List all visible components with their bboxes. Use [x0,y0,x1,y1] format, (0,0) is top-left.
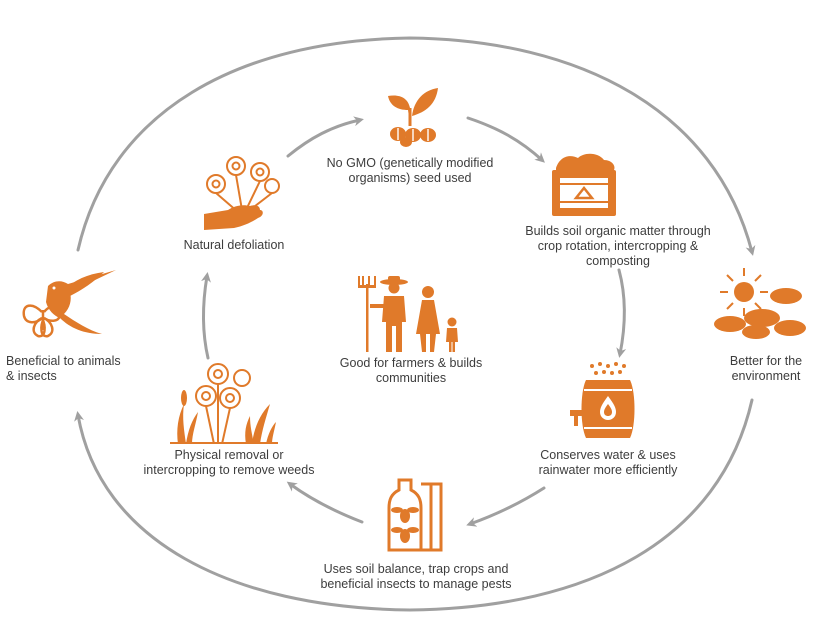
animals-label: Beneficial to animals & insects [6,354,121,383]
seed-label: No GMO (genetically modified organisms) … [326,156,494,185]
rain-barrel-icon [570,362,635,438]
hand-cotton-icon [204,156,280,230]
outer-arc-bottom [74,398,754,612]
farmers-label: Good for farmers & builds communities [339,356,483,385]
environment-label: Better for the environment [729,354,803,383]
water-label: Conserves water & uses rainwater more ef… [538,448,678,477]
arrow-pests-to-weeds [286,481,364,524]
arrow-soil-to-water [616,268,627,358]
defoliation-label: Natural defoliation [183,238,285,252]
farmer-family-icon [358,276,458,352]
arrow-weeds-to-defoliation [201,272,211,360]
bee-trap-icon [387,478,443,552]
hummingbird-butterfly-icon [22,270,116,338]
soil-label: Builds soil organic matter through crop … [525,224,711,268]
compost-bin-icon [552,153,616,216]
seedling-icon [388,88,438,147]
outer-arc-top [76,36,756,256]
arrow-defoliation-to-seed [286,116,364,158]
pests-label: Uses soil balance, trap crops and benefi… [320,562,512,591]
cotton-plants-weeds-icon [170,363,278,444]
sun-clouds-icon [714,268,806,339]
arrow-seed-to-soil [466,116,545,163]
arrow-water-to-pests [466,486,546,527]
weeds-label: Physical removal or intercropping to rem… [143,448,315,477]
